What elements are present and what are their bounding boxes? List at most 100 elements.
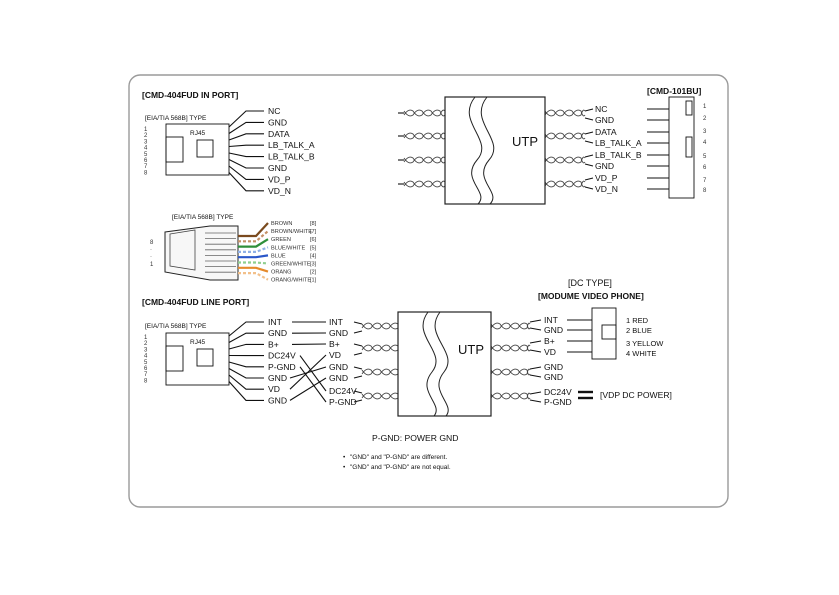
cmd101bu-signal: GND	[595, 161, 614, 171]
signal-label: NC	[268, 106, 280, 116]
cmd101bu-signal: LB_TALK_A	[595, 138, 642, 148]
plug-color-wire	[238, 230, 269, 243]
jack-wire	[228, 152, 264, 158]
signal-label: LB_TALK_B	[268, 152, 315, 162]
in-port-standard: [EIA/TIA 568B] TYPE	[145, 115, 207, 122]
twisted-pair	[403, 156, 446, 164]
mid-label: INT	[329, 317, 344, 327]
cmd101bu-pair-end	[584, 117, 594, 121]
pin-number: 1	[144, 127, 148, 133]
mid-label: VD	[329, 350, 341, 360]
plug-color-name: BLUE/WHITE	[271, 245, 305, 251]
jack-wire	[228, 172, 264, 192]
mid-lead	[353, 390, 363, 394]
twisted-pair	[544, 156, 586, 164]
line-port-section: [CMD-404FUD LINE PORT] [EIA/TIA 568B] TY…	[142, 297, 363, 407]
mid-lead	[353, 321, 363, 325]
cmd101bu-pin: 6	[703, 165, 707, 171]
dc-connector-tab	[601, 324, 617, 340]
plug-color-name: ORANG	[271, 270, 292, 276]
twisted-pair	[361, 344, 399, 352]
jack-wire	[228, 343, 264, 350]
dc-pin: 1 RED	[626, 316, 649, 325]
line-port-title: [CMD-404FUD LINE PORT]	[142, 297, 249, 307]
plug-latch	[169, 229, 196, 271]
jack-wire	[228, 144, 264, 148]
mid-lead	[353, 366, 363, 370]
dc-pin: 2 BLUE	[626, 326, 652, 335]
mid-label: DC24V	[329, 386, 357, 396]
plug-color-wire	[238, 272, 269, 281]
plug-side-mark: ·	[150, 254, 152, 260]
dc-signal: GND	[544, 325, 563, 335]
line-port-standard: [EIA/TIA 568B] TYPE	[145, 323, 207, 330]
dc-type-subtitle: [MODUME VIDEO PHONE]	[538, 291, 644, 301]
twisted-pair	[361, 392, 399, 400]
plug-color-name: GREEN/WHITE	[271, 262, 311, 268]
in-port-wires	[228, 110, 264, 192]
pin-number: 7	[144, 164, 148, 170]
twisted-pair	[361, 322, 399, 330]
twisted-pair	[361, 344, 399, 352]
note-bullet-2: •	[343, 464, 346, 471]
dc-pair-end	[529, 391, 542, 395]
dc-pair-end	[529, 399, 542, 403]
jack-wire	[228, 374, 264, 390]
utp-bottom-break	[422, 311, 437, 417]
in-port-jack-latch	[165, 136, 184, 163]
utp-top-box	[444, 96, 546, 205]
twisted-pair	[490, 368, 531, 376]
utp-top-break	[468, 96, 483, 205]
dc-type-section: [DC TYPE] [MODUME VIDEO PHONE] UTP INTGN…	[361, 278, 672, 417]
dc-signal: GND	[544, 372, 563, 382]
cmd101bu-signal: DATA	[595, 127, 617, 137]
twisted-pair	[544, 156, 586, 164]
cmd101bu-pin: 7	[703, 178, 707, 184]
plug-color-name: BLUE	[271, 253, 286, 259]
plug-color-legend: BROWN[8]BROWN/WHITE[7]GREEN[6]BLUE/WHITE…	[271, 221, 317, 284]
cmd101bu-pair-end	[584, 108, 594, 112]
signal-label: GND	[268, 117, 287, 127]
pin-number: 2	[144, 341, 148, 347]
signal-label: GND	[268, 395, 287, 405]
pin-number: 3	[144, 347, 148, 353]
utp-bottom-twists	[361, 322, 531, 400]
cmd101bu-pin: 8	[703, 188, 707, 194]
twisted-pair	[490, 392, 531, 400]
line-port-jack-tab	[196, 348, 214, 367]
plug-color-wire	[238, 261, 269, 265]
in-port-jack-tab	[196, 139, 214, 158]
signal-label: GND	[268, 328, 287, 338]
cmd101bu-pin: 1	[703, 104, 707, 110]
jack-wire	[228, 165, 264, 180]
notes-section: P-GND: POWER GND • "GND" and "P-GND" are…	[343, 433, 458, 471]
note-line-2: "GND" and "P-GND" are not equal.	[350, 464, 451, 471]
pin-number: 4	[144, 354, 148, 360]
pin-number: 8	[144, 170, 148, 176]
bridge-wire	[289, 377, 327, 401]
dc-type-title: [DC TYPE]	[568, 278, 612, 288]
mid-lead	[353, 352, 363, 356]
plug-standard: [EIA/TIA 568B] TYPE	[172, 214, 234, 221]
jack-wire	[228, 110, 264, 128]
plug-wire-number: [7]	[310, 229, 317, 235]
twisted-pair	[403, 180, 446, 188]
cmd101bu-title: [CMD-101BU]	[647, 86, 701, 96]
dc-pair-end	[529, 319, 542, 323]
twisted-pair	[490, 392, 531, 400]
twisted-pair	[490, 322, 531, 330]
signal-label: LB_TALK_A	[268, 140, 315, 150]
utp-bottom-box	[397, 311, 492, 417]
signal-label: B+	[268, 339, 279, 349]
dc-signal: GND	[544, 362, 563, 372]
plug-section: [EIA/TIA 568B] TYPE 8··1 BROWN[8]BROWN/W…	[150, 214, 317, 284]
line-port-wires	[228, 321, 264, 401]
twisted-pair	[544, 132, 586, 140]
plug-color-wire	[238, 238, 269, 248]
plug-wire-number: [2]	[310, 270, 317, 276]
cmd101bu-pin: 3	[703, 129, 707, 135]
